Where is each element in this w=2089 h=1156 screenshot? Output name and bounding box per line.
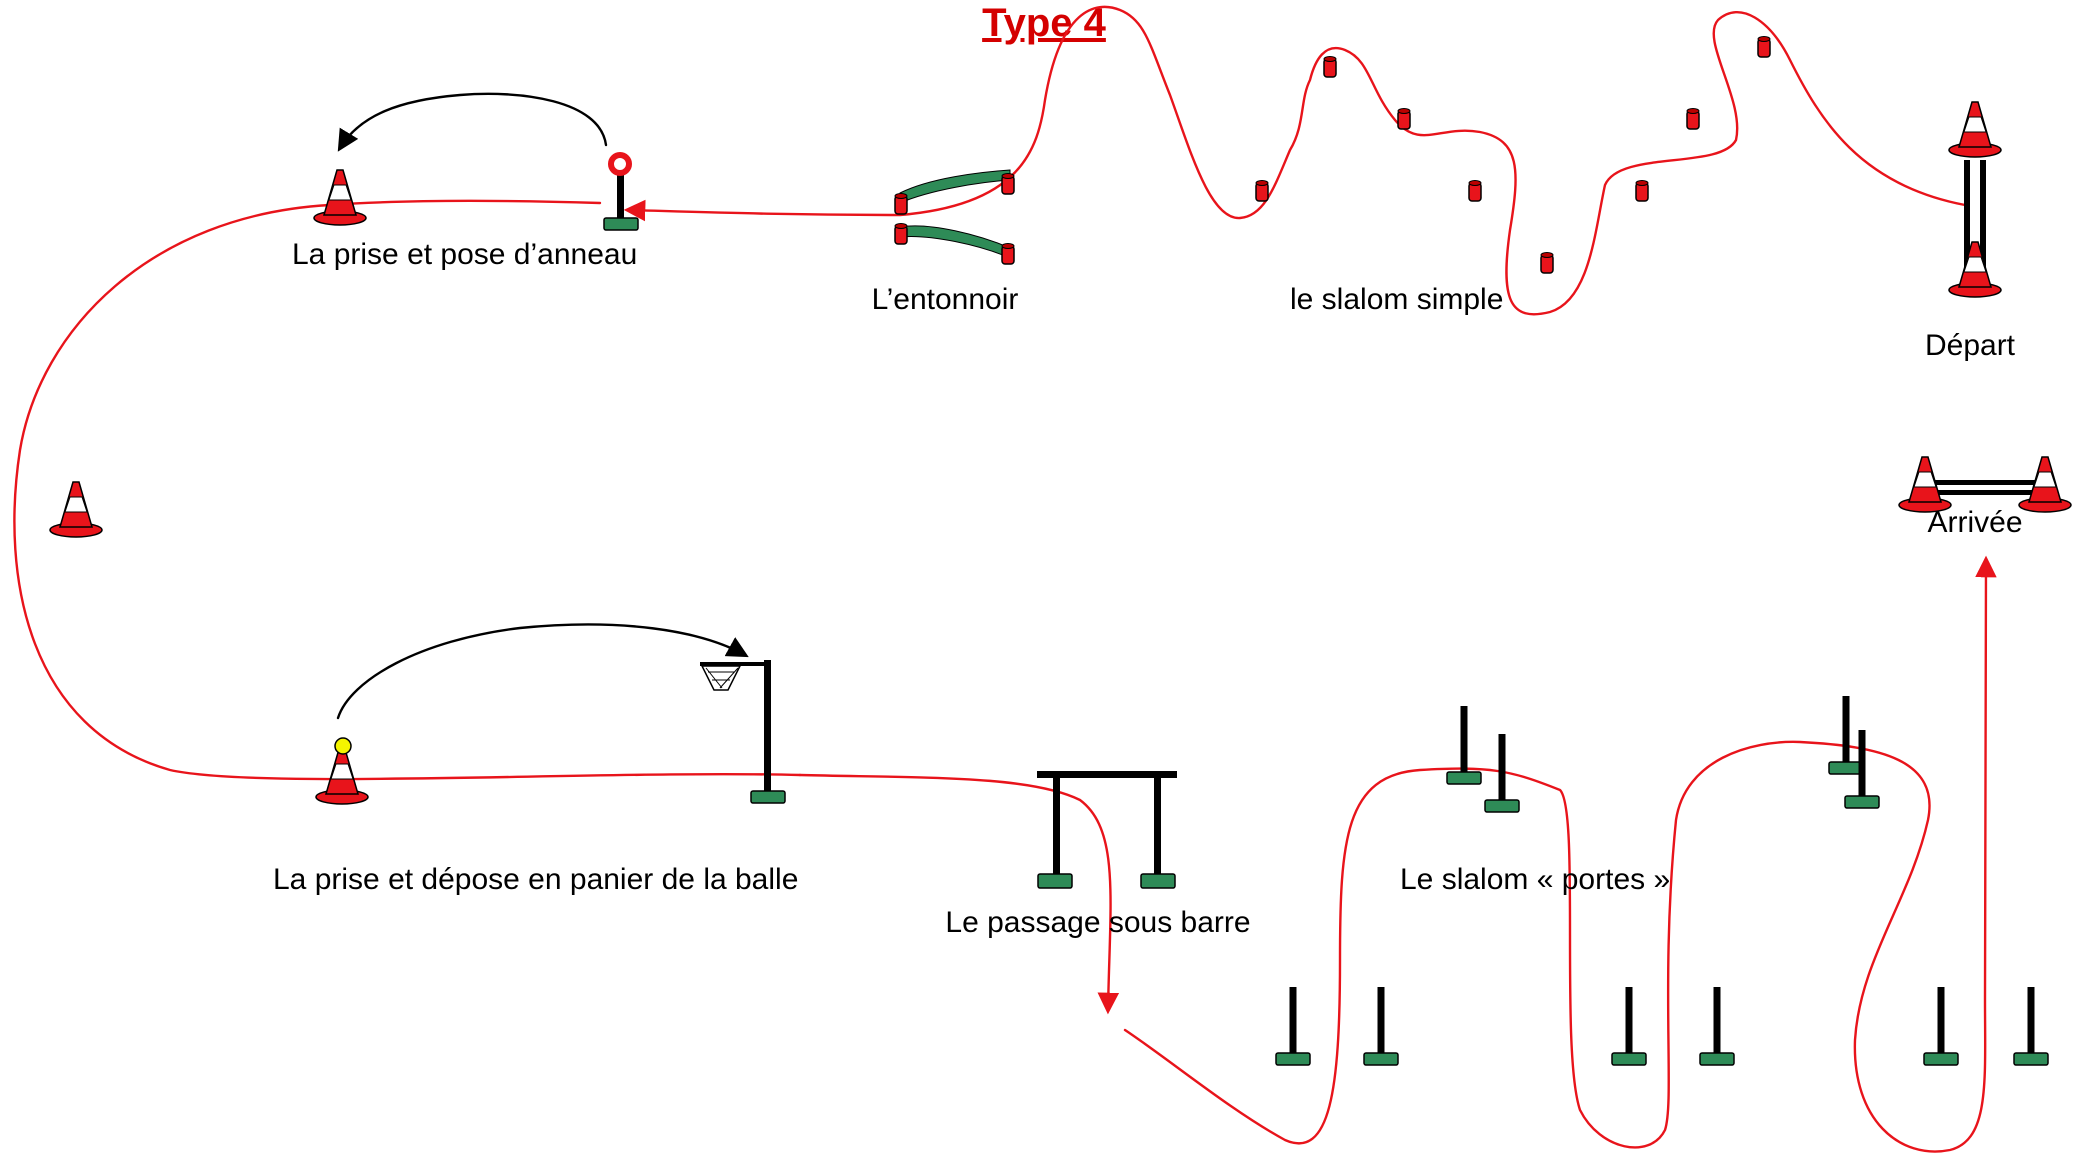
left-cone [49,481,103,538]
gate-post [2013,986,2049,1066]
gate-post [1611,986,1647,1066]
marker [1255,179,1269,202]
slalom-markers [1255,35,1771,274]
gate-post [1363,986,1399,1066]
basket-post [700,660,786,804]
start-label: Départ [1925,329,2016,362]
gate-post [1699,986,1735,1066]
bar-obstacle [1037,771,1177,889]
ring-cone [313,169,367,226]
ring-post [603,152,639,231]
funnel-obstacle [894,169,1015,265]
ball [334,737,352,755]
marker [1757,35,1771,58]
marker [1635,179,1649,202]
route-path [623,5,1967,316]
ring-move-arrow [337,92,608,152]
ball-cone [315,737,369,805]
gate-post [1446,705,1482,785]
gate-posts-lower [1275,986,2049,1066]
marker [1397,107,1411,130]
ball-label: La prise et dépose en panier de la balle [273,863,798,896]
marker [1323,55,1337,78]
gate-post [1828,695,1864,775]
route-left-loop [13,199,802,781]
gate-post [1275,986,1311,1066]
marker [1540,251,1554,274]
gates-label: Le slalom « portes » [1400,863,1670,896]
marker [1468,179,1482,202]
ring-label: La prise et pose d’anneau [292,238,637,271]
ball-move-arrow [336,623,749,720]
route-gates [1123,555,1997,1153]
route-bottom [798,773,1120,1015]
start-gate [1948,101,2002,298]
marker [1686,107,1700,130]
gate-post [1484,733,1520,813]
finish-label: Arrivée [1927,506,2022,539]
gate-post [1923,986,1959,1066]
slalom-simple-label: le slalom simple [1290,283,1503,316]
page-title: Type 4 [982,1,1107,45]
bar-label: Le passage sous barre [945,906,1250,939]
finish-gate [1898,456,2072,513]
funnel-label: L’entonnoir [872,283,1019,316]
gate-posts-upper [1446,695,1880,813]
